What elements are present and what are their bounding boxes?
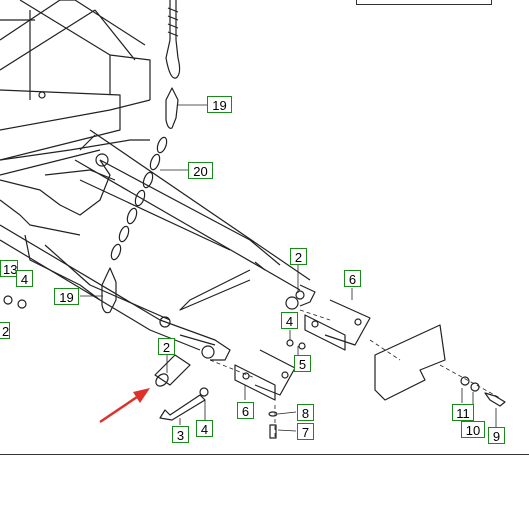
bolt-9 xyxy=(484,392,506,407)
bracket-left xyxy=(234,349,296,401)
washer-11 xyxy=(460,376,470,386)
callout-11[interactable]: 11 xyxy=(452,404,474,421)
red-pointer-arrow xyxy=(99,388,150,424)
bolt-7 xyxy=(269,424,277,439)
callout-6[interactable]: 6 xyxy=(237,402,254,419)
callout-4[interactable]: 4 xyxy=(16,270,33,287)
callout-19[interactable]: 19 xyxy=(54,288,79,305)
nut-mid xyxy=(298,342,306,350)
bolt xyxy=(159,394,206,421)
callout-5[interactable]: 5 xyxy=(294,355,311,372)
frame-bottom-border xyxy=(0,454,529,455)
callout-4[interactable]: 4 xyxy=(196,420,213,437)
callout-19[interactable]: 19 xyxy=(207,96,232,113)
washer-8 xyxy=(268,411,278,417)
callout-8[interactable]: 8 xyxy=(297,404,314,421)
callout-6[interactable]: 6 xyxy=(344,270,361,287)
loader-arms xyxy=(0,129,316,361)
chain xyxy=(110,136,168,261)
callout-2[interactable]: 2 xyxy=(0,322,10,339)
bracket-right xyxy=(304,299,371,351)
washer xyxy=(199,387,209,397)
title-box-edge xyxy=(356,0,492,5)
mounting-plate xyxy=(374,324,446,401)
washer-left xyxy=(3,295,13,305)
callout-2[interactable]: 2 xyxy=(158,338,175,355)
nut-left xyxy=(17,299,27,309)
hook-top xyxy=(165,87,179,129)
nut-10 xyxy=(470,382,480,392)
washer-mid xyxy=(286,339,294,347)
hook-bottom xyxy=(101,267,117,314)
exploded-view-drawing xyxy=(0,0,506,440)
callout-9[interactable]: 9 xyxy=(488,427,505,444)
callout-13[interactable]: 13 xyxy=(0,260,18,277)
cable xyxy=(165,0,181,79)
pin xyxy=(154,354,191,387)
callout-2[interactable]: 2 xyxy=(290,248,307,265)
callout-4[interactable]: 4 xyxy=(281,312,298,329)
callout-20[interactable]: 20 xyxy=(188,162,213,179)
callout-10[interactable]: 10 xyxy=(461,421,485,438)
callout-7[interactable]: 7 xyxy=(297,423,314,440)
frame-structure xyxy=(0,0,151,236)
callout-3[interactable]: 3 xyxy=(172,426,189,443)
